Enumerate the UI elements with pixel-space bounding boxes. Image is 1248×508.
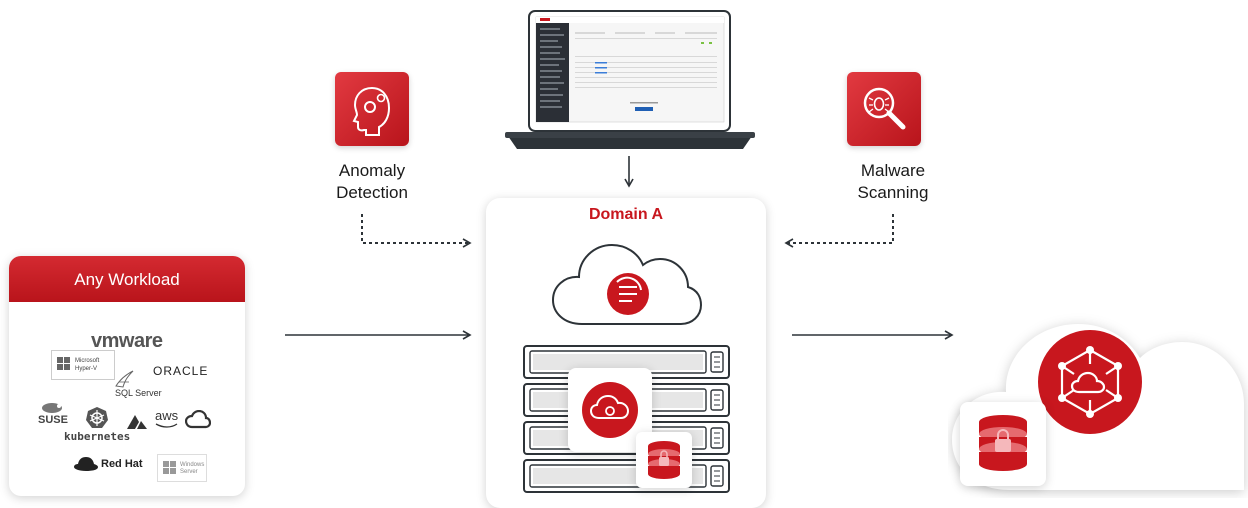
anomaly-detection-label: Anomaly Detection bbox=[305, 160, 439, 204]
workload-card: Any Workload vmware Microsoft Hyper-V OR… bbox=[9, 256, 245, 496]
appliance-card bbox=[568, 368, 652, 452]
workload-logos: vmware Microsoft Hyper-V ORACLE SQL Serv… bbox=[9, 302, 245, 496]
sqlserver-logo: SQL Server bbox=[115, 388, 162, 398]
suse-text: SUSE bbox=[38, 414, 68, 426]
azure-icon bbox=[127, 415, 147, 429]
malware-label-line1: Malware bbox=[860, 161, 926, 180]
aws-smile-icon bbox=[155, 423, 178, 428]
domain-title: Domain A bbox=[588, 206, 664, 223]
sqlserver-icon bbox=[115, 370, 134, 388]
anomaly-label-line1: Anomaly bbox=[338, 161, 406, 180]
anomaly-label-line2: Detection bbox=[336, 183, 408, 202]
anomaly-detection-tile bbox=[335, 72, 409, 146]
aws-logo: aws bbox=[155, 408, 179, 423]
domain-cloud bbox=[551, 243, 703, 325]
magnifier-bug-icon bbox=[863, 87, 906, 130]
server-text: Server bbox=[180, 469, 198, 475]
malware-scanning-label: Malware Scanning bbox=[826, 160, 960, 204]
domain-db-card bbox=[636, 432, 692, 488]
windows-server-logo: Windows Server bbox=[157, 454, 207, 482]
kubernetes-icon bbox=[86, 407, 108, 428]
domain-card: Domain A bbox=[486, 198, 766, 508]
laptop bbox=[505, 8, 755, 154]
hyperv-text: Hyper-V bbox=[75, 366, 98, 372]
head-gears-icon bbox=[352, 86, 391, 136]
cloud-gear-icon bbox=[582, 382, 638, 438]
suse-logo: SUSE bbox=[35, 400, 73, 428]
microsoft-text: Microsoft bbox=[75, 358, 100, 364]
workload-header-label: Any Workload bbox=[74, 270, 180, 289]
chameleon-icon bbox=[42, 403, 62, 413]
anomaly-dotted-arrow bbox=[361, 214, 472, 248]
kubernetes-logo: kubernetes bbox=[64, 430, 131, 443]
malware-dotted-arrow bbox=[784, 214, 894, 248]
cloud-network-icon bbox=[1038, 330, 1142, 434]
windows-server-icon bbox=[163, 461, 176, 474]
locked-database-icon bbox=[648, 441, 680, 479]
redhat-icon bbox=[74, 457, 98, 471]
laptop-illustration bbox=[505, 10, 755, 149]
windows-text: Windows bbox=[180, 462, 205, 468]
hyperv-logo: Microsoft Hyper-V bbox=[51, 350, 115, 380]
malware-scanning-tile bbox=[847, 72, 921, 146]
google-cloud-icon bbox=[185, 410, 211, 429]
locked-database-icon bbox=[979, 415, 1027, 471]
windows-icon bbox=[57, 357, 70, 370]
oracle-logo: ORACLE bbox=[153, 364, 209, 378]
redhat-logo: Red Hat bbox=[101, 458, 143, 470]
malware-label-line2: Scanning bbox=[857, 183, 929, 202]
workload-header: Any Workload bbox=[9, 256, 245, 302]
vmware-logo: vmware bbox=[91, 330, 163, 352]
target-db-card bbox=[960, 402, 1046, 486]
